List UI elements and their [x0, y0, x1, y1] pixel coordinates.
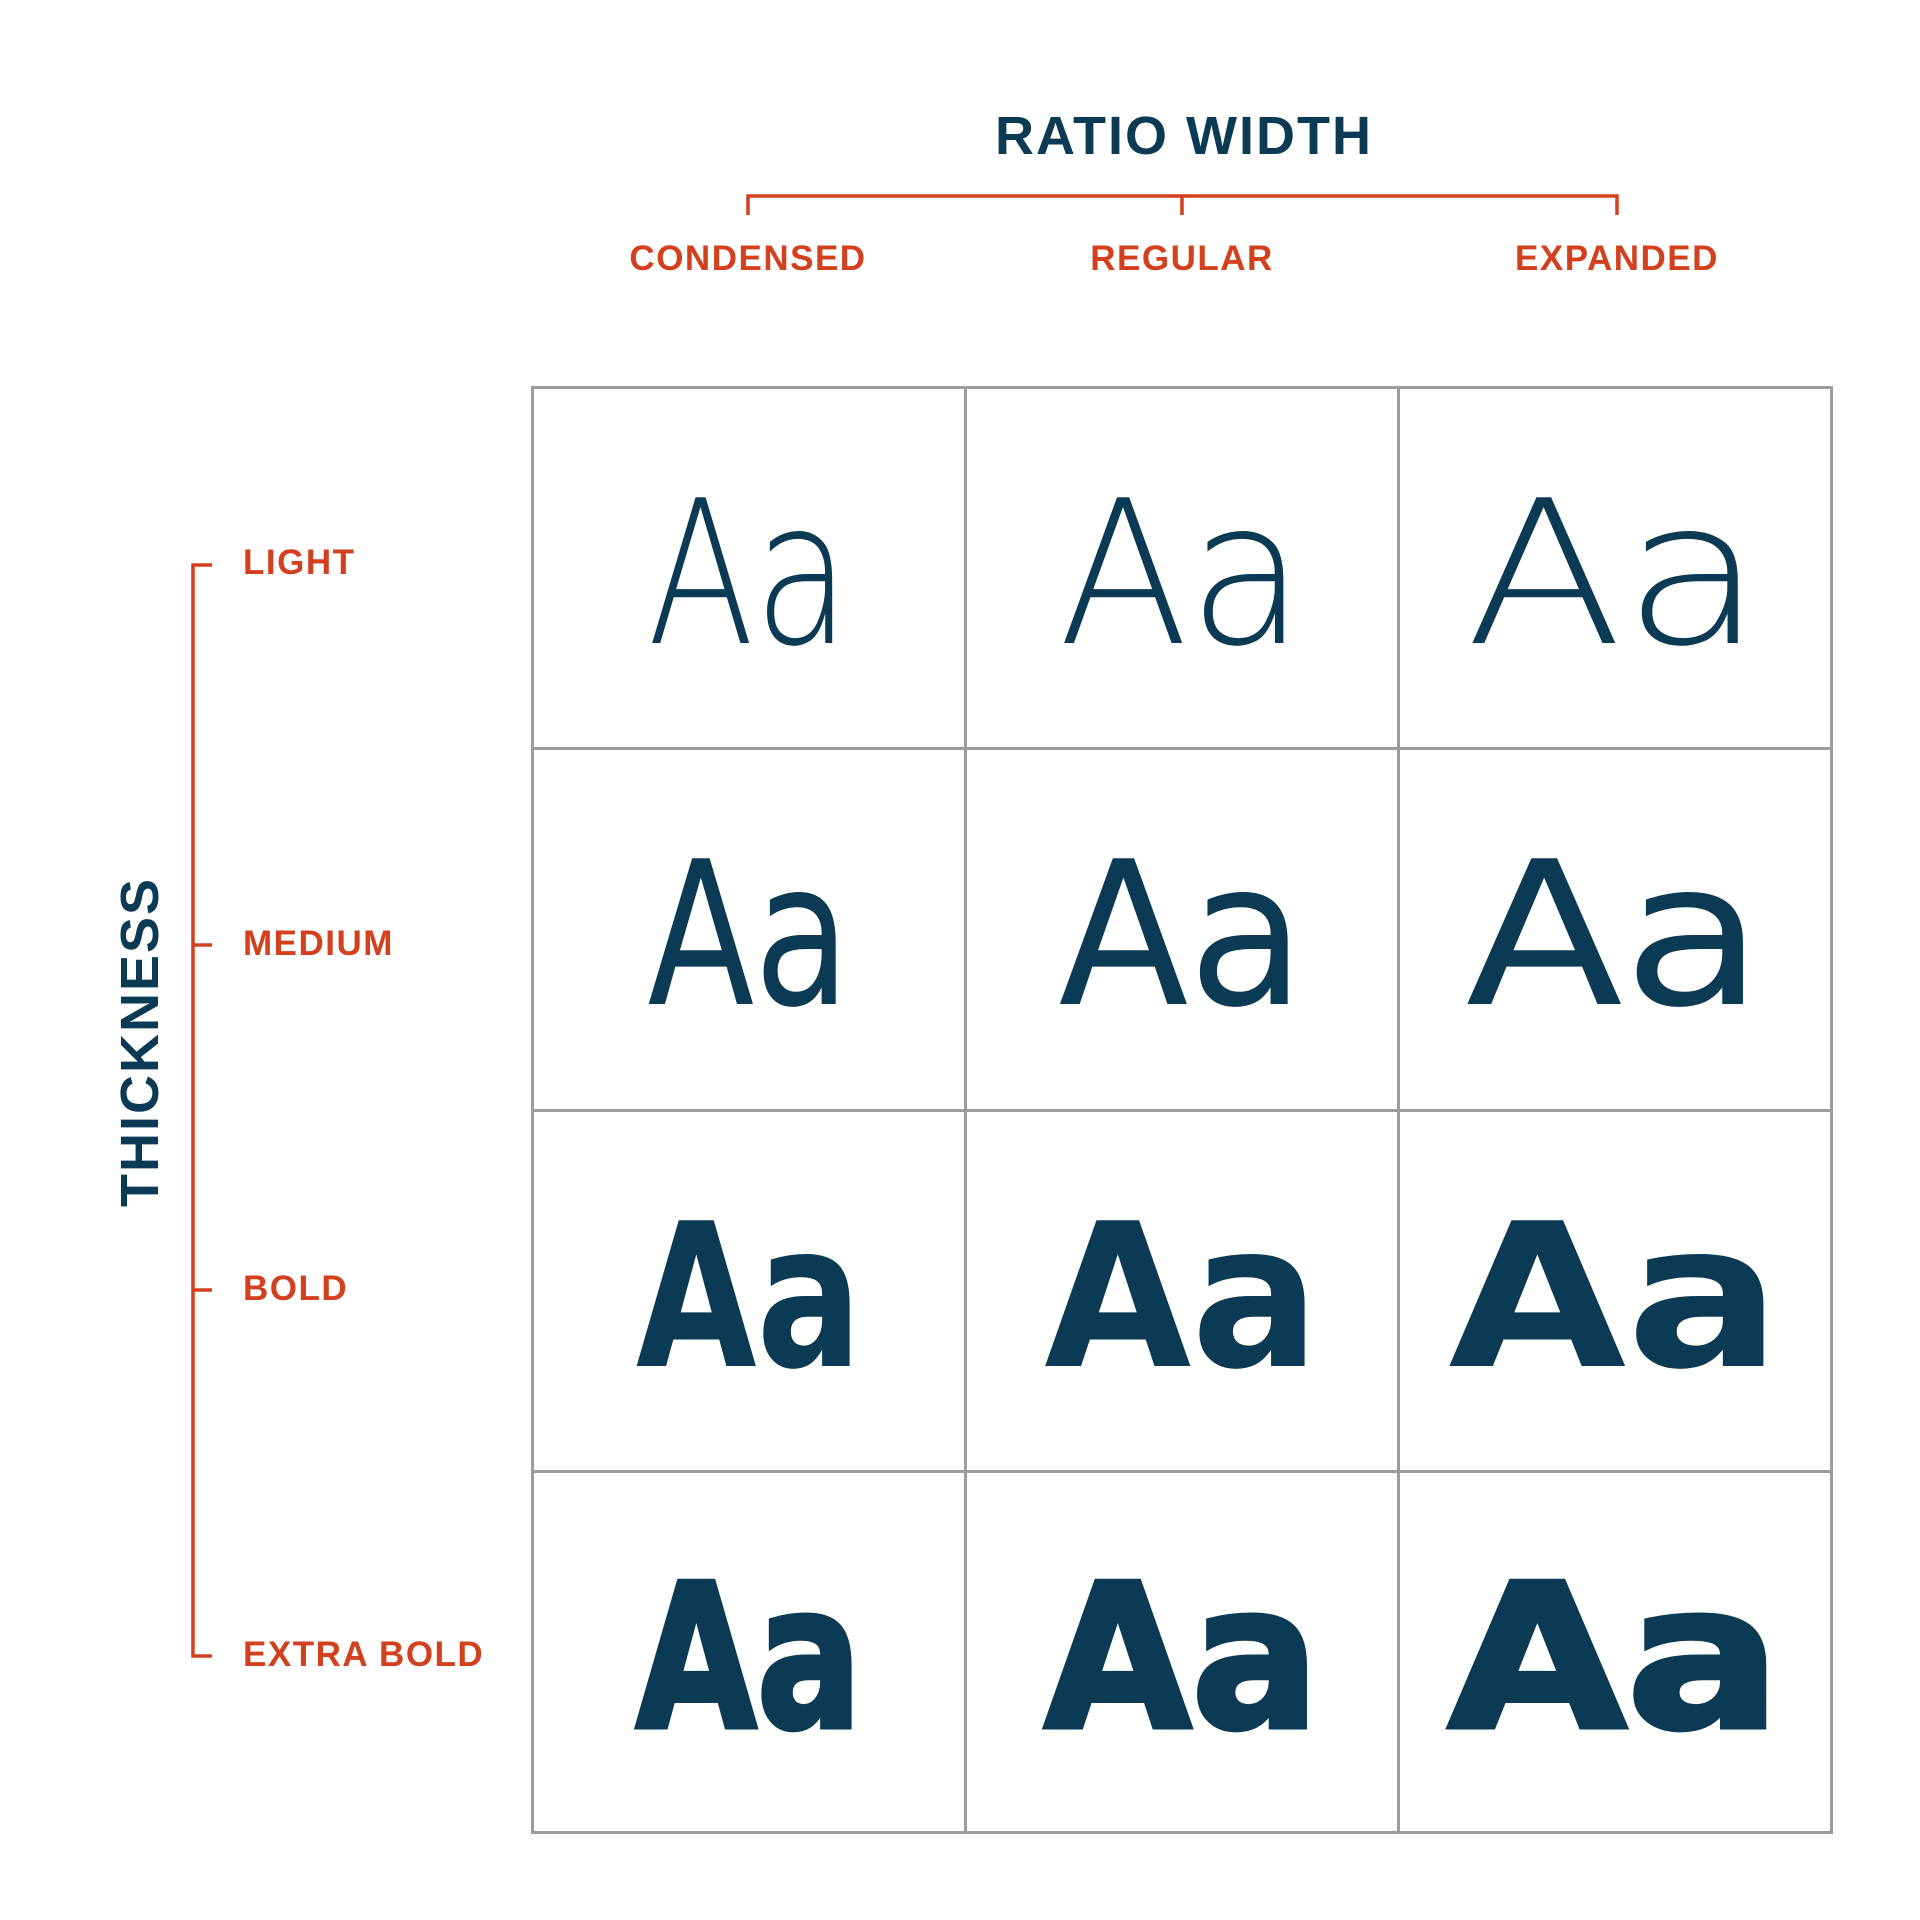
cell-medium-regular: Aa: [967, 750, 1400, 1112]
sample-glyphs: Aa: [1042, 1541, 1322, 1775]
column-label-regular: REGULAR: [1090, 239, 1274, 278]
sample-glyphs: Aa: [1058, 819, 1306, 1053]
column-label-condensed: CONDENSED: [629, 239, 867, 278]
sample-glyphs: Aa: [1465, 819, 1765, 1053]
ratio-width-title: RATIO WIDTH: [995, 106, 1373, 166]
row-label-light: LIGHT: [243, 543, 356, 582]
sample-glyphs: Aa: [1465, 458, 1765, 692]
sample-glyphs: Aa: [647, 819, 851, 1053]
cell-extra-bold-regular: Aa: [967, 1472, 1400, 1834]
sample-glyphs: Aa: [1058, 458, 1306, 692]
cell-light-regular: Aa: [967, 389, 1400, 751]
cell-medium-condensed: Aa: [534, 750, 967, 1112]
cell-medium-expanded: Aa: [1400, 750, 1833, 1112]
cell-bold-regular: Aa: [967, 1111, 1400, 1473]
cell-light-expanded: Aa: [1400, 389, 1833, 751]
row-label-bold: BOLD: [243, 1269, 349, 1308]
sample-glyphs: Aa: [1448, 1180, 1782, 1414]
sample-glyphs: Aa: [635, 1180, 863, 1414]
cell-extra-bold-expanded: Aa: [1400, 1472, 1833, 1834]
cell-bold-expanded: Aa: [1400, 1111, 1833, 1473]
sample-glyphs: Aa: [647, 458, 851, 692]
sample-glyphs: Aa: [634, 1541, 864, 1775]
cell-extra-bold-condensed: Aa: [534, 1472, 967, 1834]
column-label-expanded: EXPANDED: [1515, 239, 1719, 278]
sample-glyphs: Aa: [1446, 1541, 1785, 1775]
typeface-grid: Aa Aa Aa Aa Aa Aa Aa Aa Aa Aa Aa Aa: [531, 386, 1833, 1834]
row-label-extra-bold: EXTRA BOLD: [243, 1635, 485, 1674]
cell-light-condensed: Aa: [534, 389, 967, 751]
sample-glyphs: Aa: [1044, 1180, 1320, 1414]
cell-bold-condensed: Aa: [534, 1111, 967, 1473]
row-label-medium: MEDIUM: [243, 924, 394, 963]
